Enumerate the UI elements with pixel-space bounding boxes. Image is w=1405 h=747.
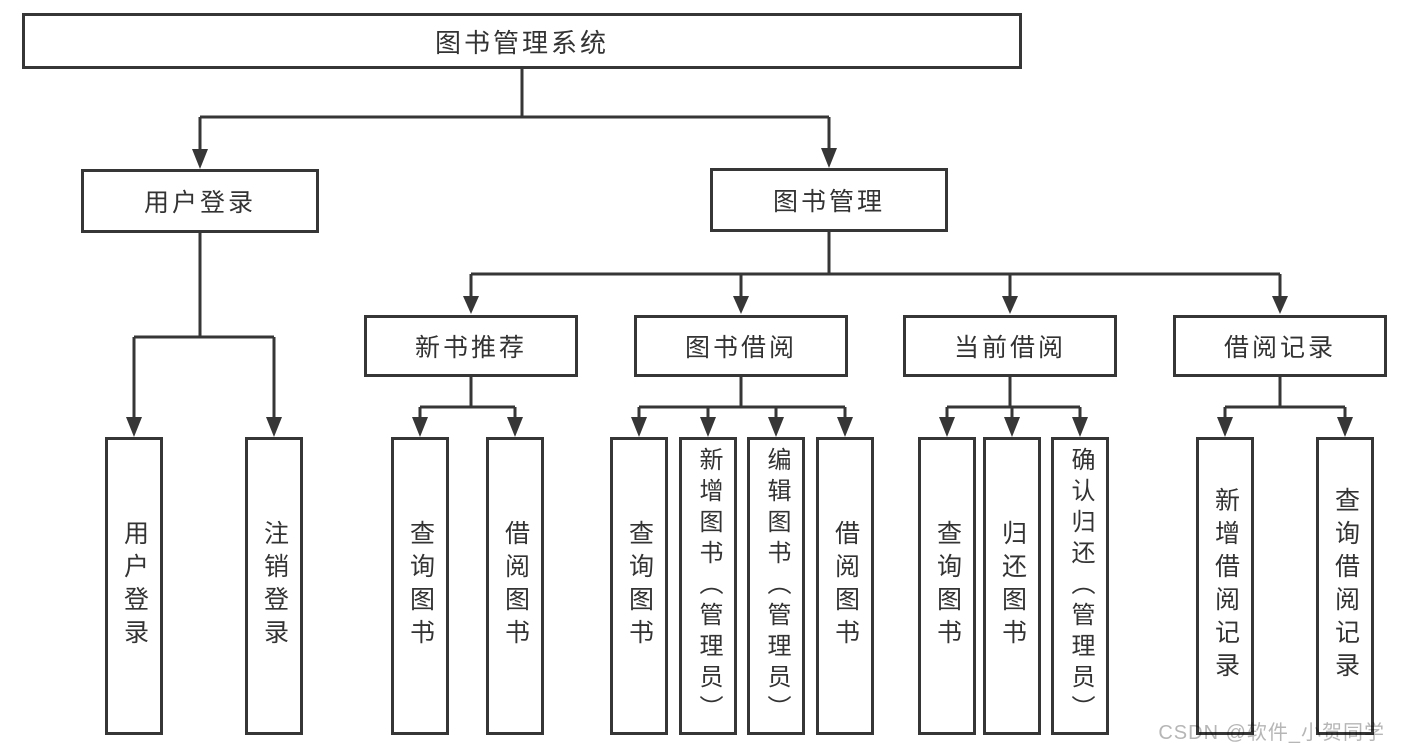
node-current-borrow: 当前借阅 — [903, 315, 1117, 377]
node-new-book-recommend: 新书推荐 — [364, 315, 578, 377]
arrowheads — [126, 148, 1353, 437]
leaf-query-books-borrow: 查询图书 — [610, 437, 668, 735]
node-user-login: 用户登录 — [81, 169, 319, 233]
node-book-management: 图书管理 — [710, 168, 948, 232]
leaf-add-books-admin: 新增图书（管理员） — [679, 437, 737, 735]
node-book-borrow: 图书借阅 — [634, 315, 848, 377]
leaf-borrow-books-recommend: 借阅图书 — [486, 437, 544, 735]
leaf-query-books-current: 查询图书 — [918, 437, 976, 735]
leaf-user-login: 用户登录 — [105, 437, 163, 735]
leaf-return-books: 归还图书 — [983, 437, 1041, 735]
csdn-watermark: CSDN @软件_小贺同学 — [1158, 722, 1385, 744]
leaf-edit-books-admin: 编辑图书（管理员） — [747, 437, 805, 735]
node-borrow-records: 借阅记录 — [1173, 315, 1387, 377]
root-node-library-system: 图书管理系统 — [22, 13, 1022, 69]
leaf-add-borrow-record: 新增借阅记录 — [1196, 437, 1254, 735]
leaf-query-borrow-record: 查询借阅记录 — [1316, 437, 1374, 735]
leaf-confirm-return-admin: 确认归还（管理员） — [1051, 437, 1109, 735]
leaf-query-books-recommend: 查询图书 — [391, 437, 449, 735]
leaf-borrow-books: 借阅图书 — [816, 437, 874, 735]
leaf-logout: 注销登录 — [245, 437, 303, 735]
